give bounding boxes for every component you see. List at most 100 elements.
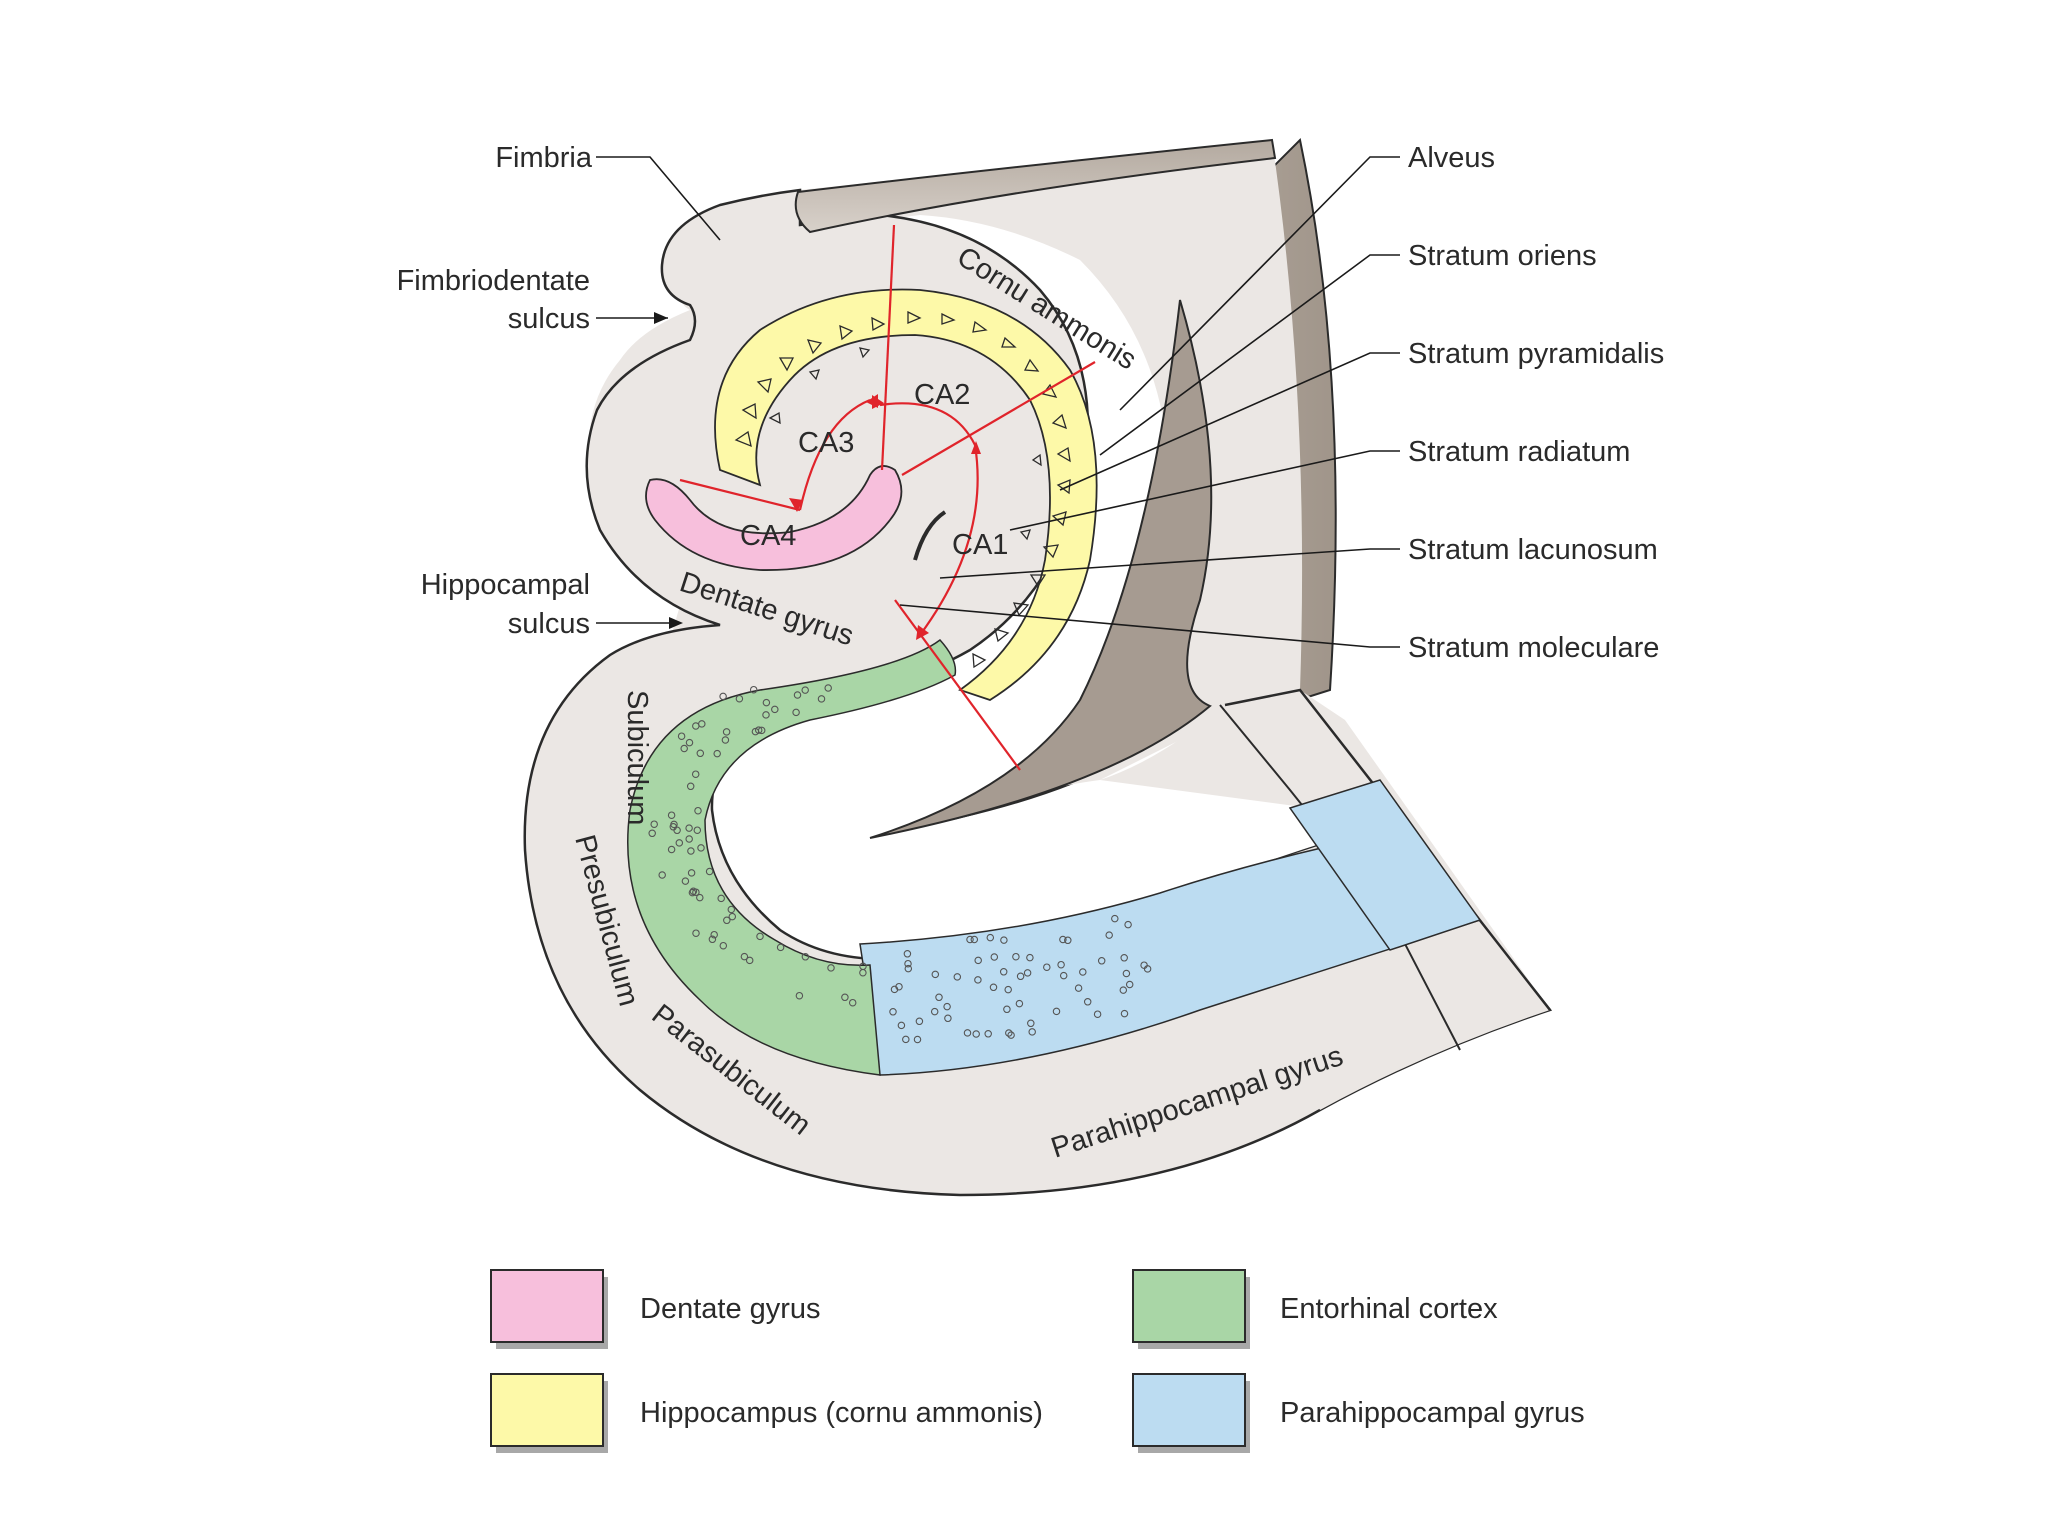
cell-dot: [801, 686, 809, 694]
label-stratum-oriens: Stratum oriens: [1408, 240, 1597, 272]
cell-dot: [890, 985, 899, 994]
cell-dot: [801, 953, 810, 961]
dentate-gyrus-region: [645, 465, 903, 571]
cell-dot: [999, 968, 1008, 976]
cell-dot: [859, 968, 867, 977]
cell-dot: [792, 708, 800, 717]
legend-item-hippocampus: Hippocampus (cornu ammonis): [490, 1373, 1043, 1453]
label-stratum-pyramidalis: Stratum pyramidalis: [1408, 338, 1664, 370]
label-hippocampal-sulcus-2: sulcus: [508, 608, 590, 640]
legend-item-dentate-gyrus: Dentate gyrus: [490, 1269, 821, 1349]
cell-dot: [1057, 960, 1065, 969]
cell-dot: [698, 720, 706, 728]
cell-dot: [675, 839, 684, 847]
leader-lines: [596, 156, 1400, 648]
cell-dot: [795, 991, 804, 1000]
label-fimbriodentate-1: Fimbriodentate: [397, 265, 590, 297]
label-subiculum: Subiculum: [621, 690, 653, 825]
sulcus-slit: [913, 510, 947, 561]
cell-dot: [1016, 972, 1025, 981]
cell-dot: [824, 684, 832, 692]
label-stratum-lacunosum: Stratum lacunosum: [1408, 534, 1658, 566]
cell-dot: [667, 845, 676, 854]
cell-dot: [673, 826, 681, 835]
cell-dot: [658, 871, 666, 879]
cell-dot: [680, 744, 688, 753]
cell-dot: [1023, 969, 1032, 977]
cell-dot: [696, 893, 704, 902]
legend-swatch: [490, 1373, 604, 1447]
cell-dot: [728, 912, 737, 921]
cell-dot: [688, 888, 697, 897]
cell-dot: [904, 959, 912, 968]
cell-dot: [1043, 963, 1051, 971]
cell-dot: [902, 1035, 910, 1044]
label-alveus: Alveus: [1408, 142, 1495, 174]
cell-dot: [692, 929, 700, 937]
cell-dot: [944, 1014, 952, 1023]
cell-dot: [693, 826, 702, 834]
cell-dot: [841, 993, 849, 1002]
cell-dot: [913, 1035, 922, 1044]
ca-arrows: [798, 398, 979, 636]
cell-dot: [719, 941, 728, 950]
legend-swatch: [1132, 1373, 1246, 1447]
cell-dot: [931, 970, 940, 979]
cell-dot: [986, 933, 995, 942]
cell-dot: [935, 993, 943, 1002]
cell-dot: [1027, 1019, 1035, 1028]
legend-label: Entorhinal cortex: [1280, 1293, 1498, 1325]
cell-dot: [685, 738, 694, 747]
legend-label: Dentate gyrus: [640, 1293, 821, 1325]
legend-item-parahippocampal-gyrus: Parahippocampal gyrus: [1132, 1373, 1585, 1453]
cell-dot: [697, 844, 705, 852]
cell-dot: [696, 749, 705, 758]
legend-swatch: [490, 1269, 604, 1343]
cell-dot: [1026, 953, 1034, 962]
cell-dot: [1125, 980, 1134, 989]
cell-dot: [705, 867, 714, 876]
cell-dot: [670, 820, 678, 829]
cell-dot: [689, 887, 698, 896]
cell-dot: [687, 869, 696, 877]
stellate-cells: [648, 684, 1152, 1044]
cell-dot: [1083, 998, 1092, 1006]
cell-dot: [1004, 985, 1012, 994]
cell-dot: [848, 998, 857, 1007]
cell-dot: [1059, 935, 1067, 944]
cell-dot: [793, 691, 802, 699]
cell-dot: [1093, 1010, 1102, 1018]
cell-dot: [685, 835, 693, 843]
cell-dot: [1015, 999, 1024, 1008]
label-fimbriodentate-2: sulcus: [508, 303, 590, 335]
cell-dot: [1120, 954, 1128, 962]
cell-dot: [817, 695, 826, 703]
cell-dot: [966, 935, 974, 944]
cell-dot: [722, 728, 731, 736]
cell-dot: [677, 732, 686, 740]
cell-dot: [762, 698, 771, 707]
cell-dot: [904, 964, 913, 973]
cell-dot: [686, 782, 695, 791]
ca-dividers: [679, 224, 1096, 771]
cell-dot: [1064, 936, 1072, 945]
ventricle-top: [794, 138, 1277, 234]
cell-dot: [1097, 957, 1106, 965]
cell-dot: [749, 685, 758, 694]
legend-label: Parahippocampal gyrus: [1280, 1397, 1585, 1429]
cell-dot: [963, 1029, 972, 1037]
legend-item-entorhinal-cortex: Entorhinal cortex: [1132, 1269, 1498, 1349]
cell-dot: [1007, 1031, 1015, 1039]
cell-dot: [1052, 1007, 1061, 1016]
cell-dot: [1028, 1028, 1036, 1036]
legend: Dentate gyrus Hippocampus (cornu ammonis…: [490, 1269, 1585, 1453]
cell-dot: [989, 983, 998, 992]
legend-label: Hippocampus (cornu ammonis): [640, 1397, 1043, 1429]
cell-dot: [650, 820, 658, 828]
cell-dot: [1059, 971, 1068, 980]
cell-dot: [1124, 920, 1132, 929]
cell-dot: [1000, 936, 1008, 944]
entorhinal-region: [627, 638, 957, 1076]
pyramidal-cells: [734, 310, 1071, 669]
